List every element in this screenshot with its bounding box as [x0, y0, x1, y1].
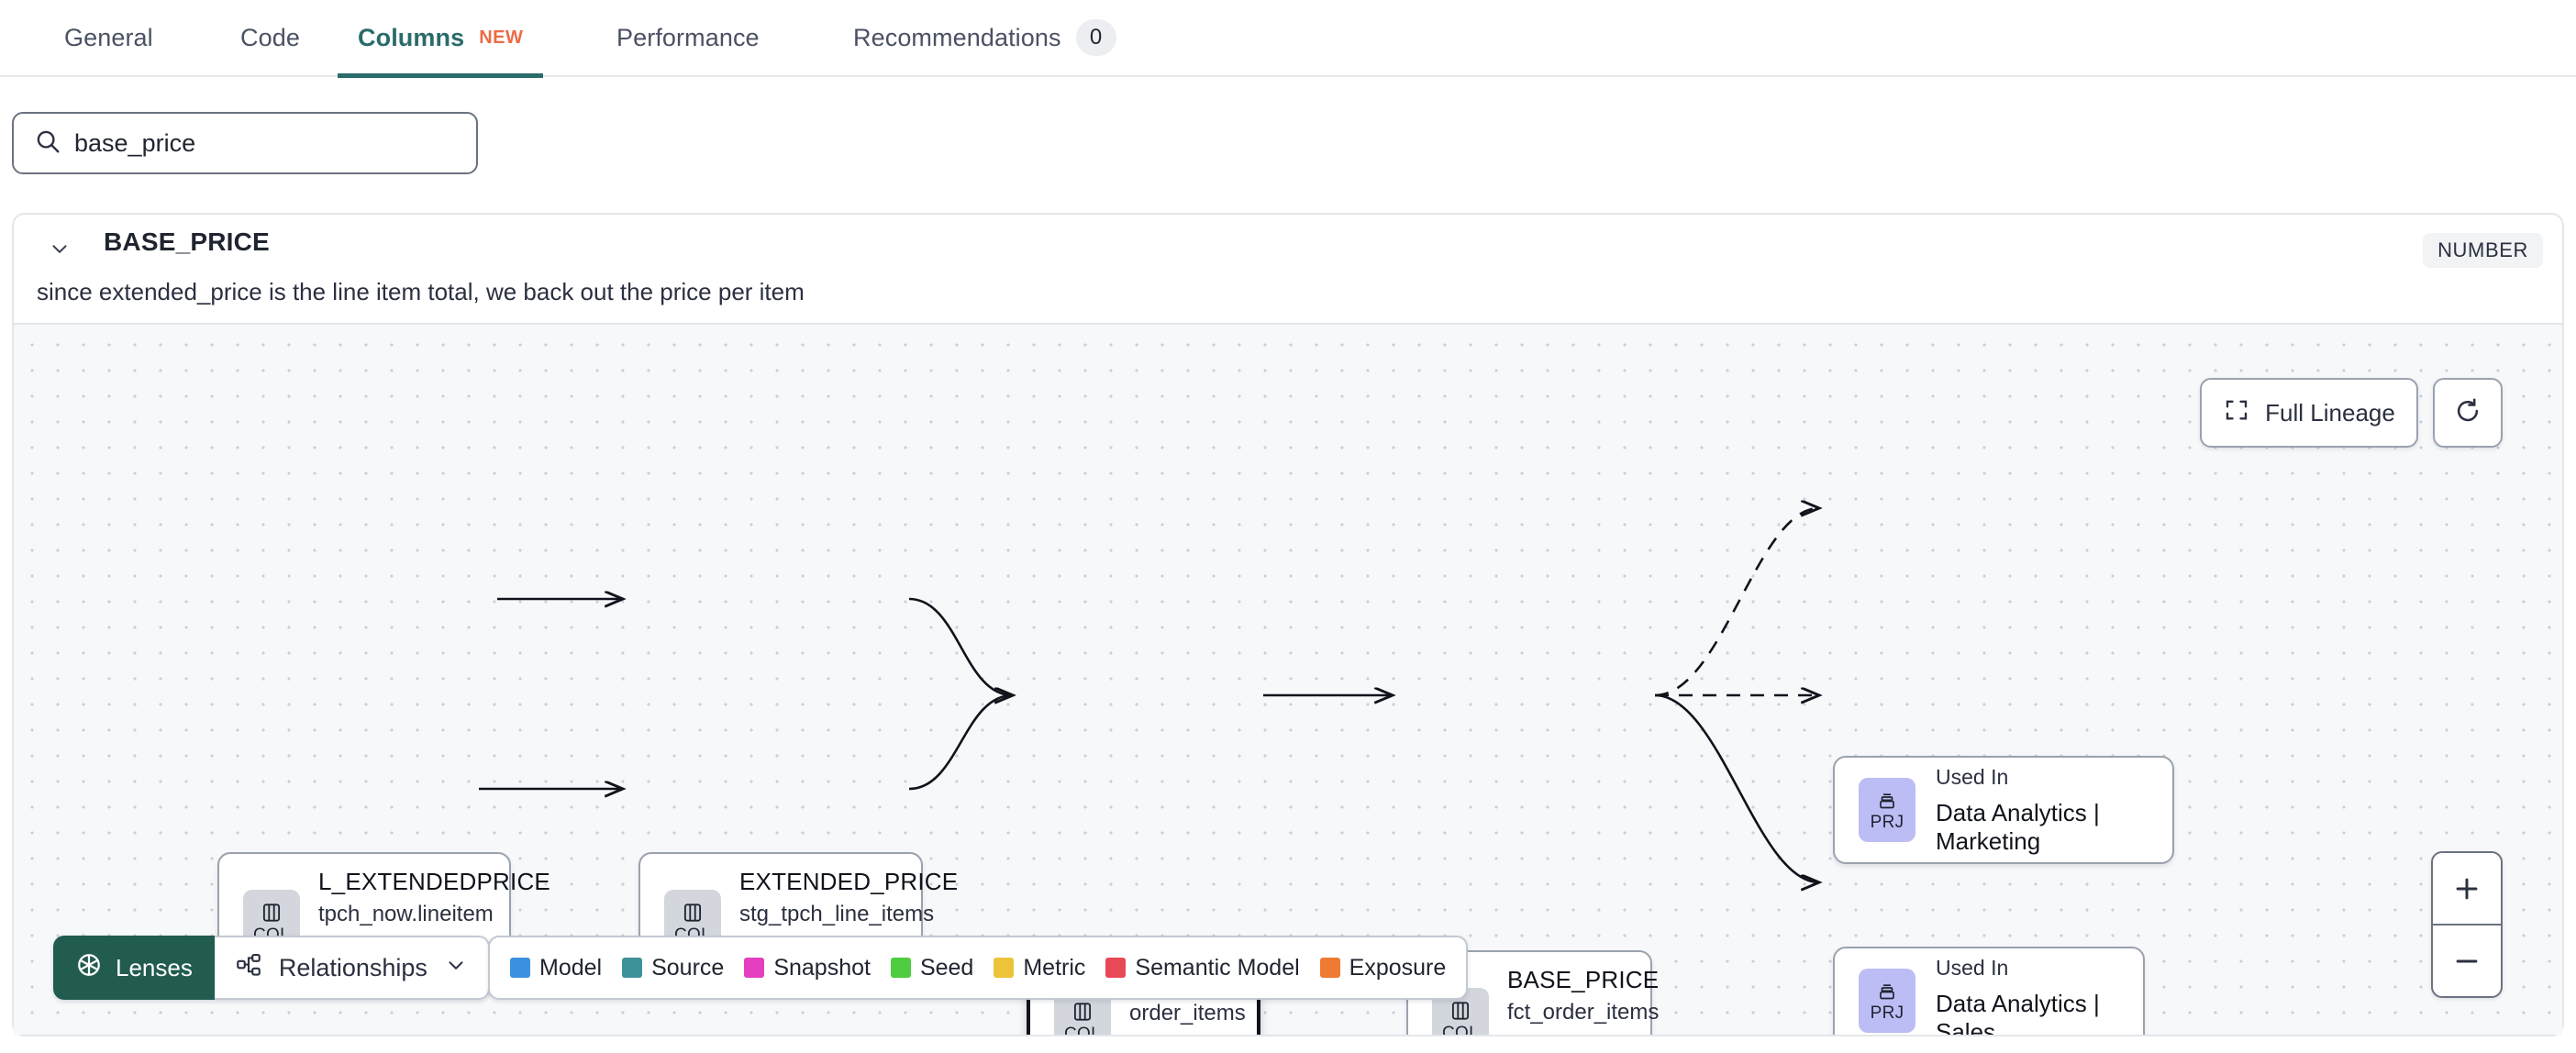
project-icon: PRJ — [1859, 969, 1915, 1033]
lineage-edges — [479, 325, 2562, 1035]
node-title: L_EXTENDEDPRICE — [318, 867, 550, 895]
search-input[interactable] — [74, 128, 456, 158]
tab-performance-label: Performance — [616, 23, 760, 51]
refresh-icon — [2453, 396, 2482, 430]
tab-columns-label: Columns — [358, 23, 465, 51]
zoom-in-button[interactable] — [2433, 853, 2501, 926]
legend-swatch — [1319, 958, 1340, 978]
column-icon-label: COL — [1442, 1023, 1479, 1036]
tab-code-label: Code — [240, 23, 300, 51]
tab-performance[interactable]: Performance — [596, 0, 780, 76]
node-title: EXTENDED_PRICE — [739, 867, 959, 895]
aperture-icon — [75, 951, 103, 985]
project-name: Data Analytics | Sales — [1936, 989, 2100, 1036]
search-icon — [34, 127, 61, 160]
legend-swatch — [622, 958, 643, 978]
column-name: BASE_PRICE — [104, 227, 270, 256]
node-subtitle: stg_tpch_line_items — [739, 901, 935, 926]
full-lineage-button[interactable]: Full Lineage — [2200, 378, 2418, 448]
chevron-down-icon — [444, 953, 468, 983]
legend-item-exposure: Exposure — [1319, 954, 1447, 981]
expand-icon — [2223, 396, 2250, 430]
column-description: since extended_price is the line item to… — [37, 278, 805, 305]
node-subtitle: tpch_now.lineitem — [318, 901, 494, 926]
node-title: BASE_PRICE — [1507, 965, 1660, 993]
project-icon-label: PRJ — [1870, 1003, 1904, 1023]
legend-item-semantic-model: Semantic Model — [1105, 954, 1300, 981]
legend-label: Model — [539, 954, 603, 981]
tab-columns-new-badge: NEW — [479, 27, 524, 48]
legend-item-metric: Metric — [994, 955, 1085, 981]
project-name: Data Analytics | Marketing — [1936, 798, 2100, 855]
lenses-label: Lenses — [116, 953, 193, 981]
column-icon-label: COL — [1064, 1024, 1101, 1036]
recommendations-count-badge: 0 — [1075, 19, 1116, 56]
tab-recommendations-label: Recommendations — [853, 23, 1061, 51]
legend-label: Exposure — [1349, 954, 1447, 981]
lineage-node-project-sales[interactable]: PRJ Used In Data Analytics | Sales — [1833, 947, 2145, 1035]
node-subtitle: fct_order_items — [1507, 999, 1660, 1025]
project-kicker: Used In — [1936, 955, 2009, 980]
legend-item-model: Model — [510, 955, 602, 981]
lineage-node-project-marketing[interactable]: PRJ Used In Data Analytics | Marketing — [1833, 756, 2174, 864]
zoom-controls[interactable] — [2431, 851, 2503, 998]
relationships-dropdown[interactable]: Relationships — [214, 936, 490, 1000]
legend-swatch — [890, 958, 911, 978]
legend-label: Seed — [919, 954, 974, 981]
chevron-down-icon[interactable] — [48, 237, 72, 265]
column-data-type-badge: NUMBER — [2423, 233, 2543, 268]
legend-item-seed: Seed — [890, 954, 974, 981]
full-lineage-label: Full Lineage — [2265, 398, 2395, 427]
legend-label: Snapshot — [773, 954, 871, 981]
tab-bar: General Code Columns NEW Performance Rec… — [0, 0, 2576, 78]
project-kicker: Used In — [1936, 764, 2009, 789]
legend-label: Semantic Model — [1135, 954, 1300, 981]
refresh-button[interactable] — [2433, 378, 2503, 448]
relationships-label: Relationships — [278, 953, 427, 981]
legend-swatch — [510, 958, 530, 978]
tab-code[interactable]: Code — [220, 0, 320, 76]
node-subtitle: order_items — [1129, 1000, 1246, 1025]
lenses-button[interactable]: Lenses — [53, 936, 215, 1000]
project-icon: PRJ — [1859, 778, 1915, 842]
tab-recommendations[interactable]: Recommendations 0 — [833, 0, 1137, 76]
legend-swatch — [1105, 958, 1127, 978]
legend-swatch — [994, 958, 1015, 978]
legend-label: Source — [651, 954, 725, 981]
project-icon-label: PRJ — [1870, 812, 1904, 832]
tab-columns[interactable]: Columns NEW — [338, 0, 544, 78]
lineage-graph-canvas[interactable]: COL L_EXTENDEDPRICE tpch_now.lineitem SO… — [14, 323, 2562, 1035]
tab-general-label: General — [64, 23, 153, 51]
graph-legend: Model Source Snapshot Seed Metric Semant… — [488, 936, 1469, 1000]
legend-item-source: Source — [622, 955, 724, 981]
tab-general[interactable]: General — [44, 0, 173, 76]
lenses-toolbar: Lenses Relationships — [53, 936, 490, 1000]
legend-item-snapshot: Snapshot — [744, 955, 871, 981]
search-box[interactable] — [12, 112, 478, 174]
zoom-out-button[interactable] — [2433, 926, 2501, 996]
legend-label: Metric — [1023, 954, 1086, 981]
legend-swatch — [744, 958, 765, 978]
relationships-icon — [235, 951, 262, 985]
